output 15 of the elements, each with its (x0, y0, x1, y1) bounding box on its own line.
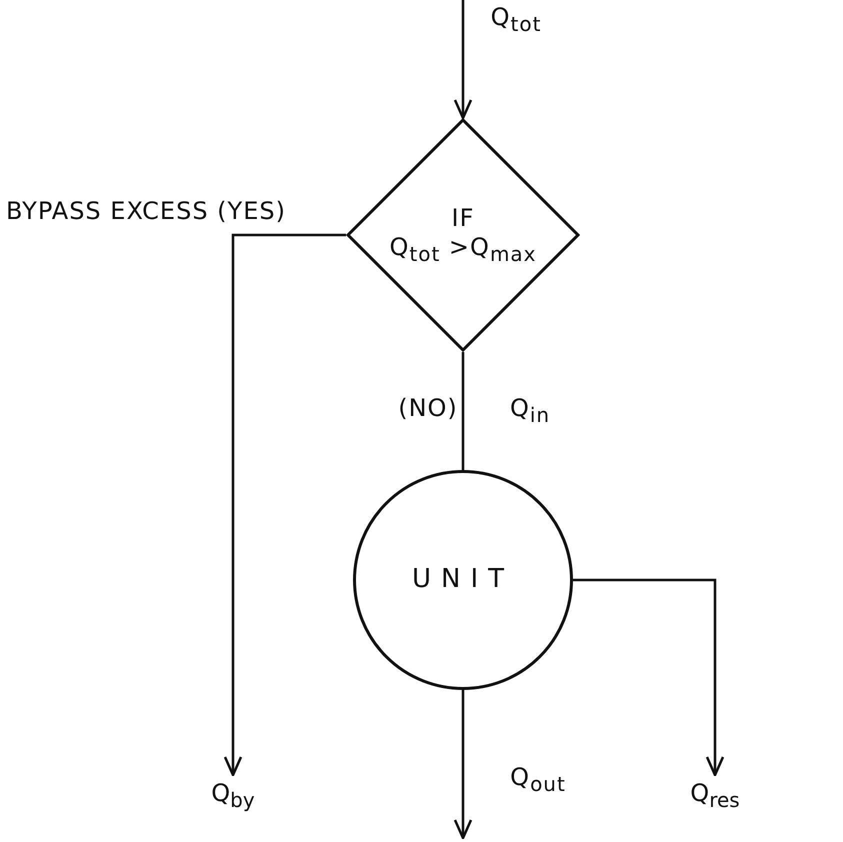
edge-label: Q$_{out}$ (509, 762, 567, 797)
arrow (573, 578, 724, 776)
arrow (454, 0, 472, 120)
flow-label: Q$_{res}$ (690, 778, 740, 812)
node-text: UNIT (412, 564, 514, 596)
node-text: IF (452, 204, 474, 233)
arrow (224, 234, 346, 776)
flow-label: Q$_{in}$ (508, 393, 552, 428)
flow-label: Q$_{by}$ (211, 778, 255, 812)
node-text: Q$_{tot}$ >Q$_{max}$ (389, 233, 537, 266)
edge-label: Q$_{tot}$ (490, 2, 542, 37)
decision-diamond (346, 118, 580, 352)
arrow (454, 690, 472, 840)
edge-label: BYPASS EXCESS (YES) (6, 196, 286, 226)
edge-label: (NO) (397, 393, 459, 423)
